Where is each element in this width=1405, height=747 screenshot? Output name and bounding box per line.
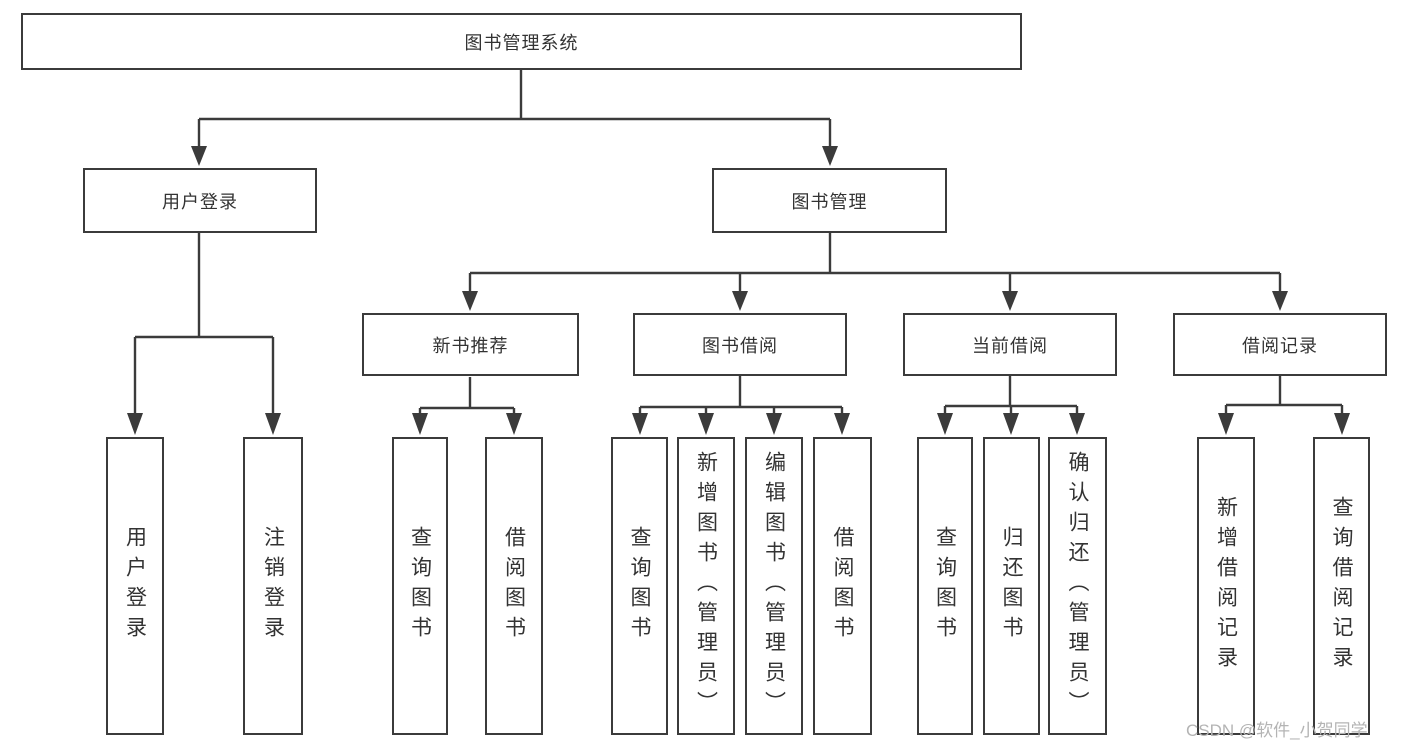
leaf-add-book-admin: 新增图书（管理员） [677,437,735,735]
node-label: 归还图书 [1000,526,1023,646]
node-label: 编辑图书（管理员） [762,451,786,721]
node-label: 用户登录 [162,191,238,212]
node-current-borrow: 当前借阅 [903,313,1117,376]
node-label: 新增图书（管理员） [694,451,718,721]
node-borrow-records: 借阅记录 [1173,313,1387,376]
leaf-add-borrow-record: 新增借阅记录 [1197,437,1255,735]
node-system-root: 图书管理系统 [21,13,1022,70]
leaf-user-login: 用户登录 [106,437,164,735]
node-label: 注销登录 [261,526,285,646]
node-label: 查询借阅记录 [1330,496,1353,676]
node-label: 新增借阅记录 [1214,496,1238,676]
node-book-borrow: 图书借阅 [633,313,847,376]
node-label: 新书推荐 [432,335,509,356]
leaf-query-books-borrow: 查询图书 [611,437,668,735]
node-label: 图书借阅 [702,335,778,356]
leaf-query-borrow-record: 查询借阅记录 [1313,437,1370,735]
csdn-watermark: CSDN @软件_小贺同学 [1186,721,1368,740]
leaf-borrow-books-recommend: 借阅图书 [485,437,543,735]
node-new-book-recommend: 新书推荐 [362,313,579,376]
node-label: 借阅图书 [502,526,526,646]
node-label: 借阅记录 [1242,335,1318,356]
connector-shafts [133,69,1344,416]
leaf-logout: 注销登录 [243,437,303,735]
node-user-login: 用户登录 [83,168,317,233]
node-label: 图书管理 [791,191,868,212]
node-label: 借阅图书 [831,526,854,646]
node-label: 确认归还（管理员） [1066,451,1089,721]
leaf-borrow-books: 借阅图书 [813,437,872,735]
node-label: 查询图书 [628,526,651,646]
node-label: 用户登录 [123,526,147,646]
node-label: 当前借阅 [972,335,1048,356]
leaf-return-book: 归还图书 [983,437,1040,735]
leaf-confirm-return-admin: 确认归还（管理员） [1048,437,1107,735]
node-book-management: 图书管理 [712,168,947,233]
leaf-edit-book-admin: 编辑图书（管理员） [745,437,803,735]
leaf-query-books-current: 查询图书 [917,437,973,735]
node-label: 图书管理系统 [464,32,579,53]
node-label: 查询图书 [933,526,957,646]
node-label: 查询图书 [408,526,432,646]
leaf-query-books-recommend: 查询图书 [392,437,448,735]
